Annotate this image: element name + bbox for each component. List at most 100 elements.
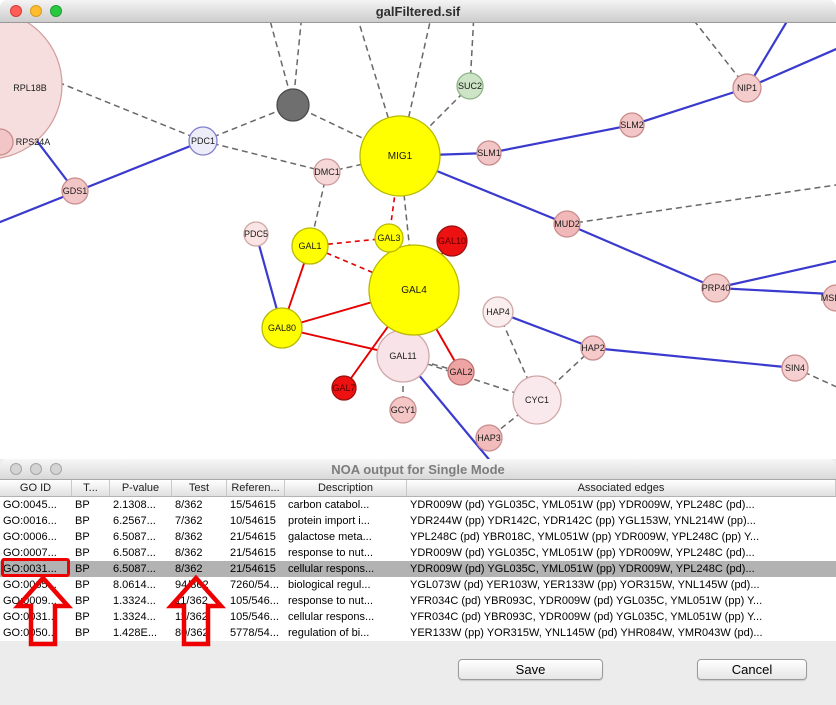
column-header-1[interactable]: T... (72, 480, 110, 496)
cell-description: carbon catabol... (285, 497, 407, 513)
column-header-4[interactable]: Referen... (227, 480, 285, 496)
network-node-mig1[interactable]: MIG1 (360, 116, 440, 196)
cell-associated-edges: YPL248C (pd) YBR018C, YML051W (pp) YDR00… (407, 529, 836, 545)
column-header-2[interactable]: P-value (110, 480, 172, 496)
cell-type: BP (72, 513, 110, 529)
table-row[interactable]: GO:0009...BP1.3324...11/362105/546...res… (0, 593, 836, 609)
network-node-prp40[interactable]: PRP40 (702, 274, 731, 302)
column-header-5[interactable]: Description (285, 480, 407, 496)
table-row[interactable]: GO:0031...BP6.5087...8/36221/54615cellul… (0, 561, 836, 577)
cell-type: BP (72, 529, 110, 545)
network-node-slm1[interactable]: SLM1 (477, 141, 501, 165)
network-node-hap3[interactable]: HAP3 (476, 425, 502, 451)
node-label: GAL1 (298, 241, 321, 251)
cell-reference: 105/546... (227, 609, 285, 625)
network-edge[interactable] (632, 88, 747, 125)
network-node-gds1[interactable]: GDS1 (62, 178, 88, 204)
zoom-button[interactable] (50, 463, 62, 475)
cell-description: response to nut... (285, 545, 407, 561)
network-node-gal1[interactable]: GAL1 (292, 228, 328, 264)
node-label: SLM1 (477, 148, 501, 158)
node-label: GAL3 (377, 233, 400, 243)
network-node-hap2[interactable]: HAP2 (581, 336, 605, 360)
network-node-gal10[interactable]: GAL10 (437, 226, 467, 256)
network-edge[interactable] (489, 125, 632, 153)
table-body: GO:0045...BP2.1308...8/36215/54615carbon… (0, 497, 836, 641)
network-node-mud2[interactable]: MUD2 (554, 211, 580, 237)
network-edge[interactable] (567, 224, 716, 288)
network-node-gal11[interactable]: GAL11 (377, 330, 429, 382)
network-edge[interactable] (716, 258, 836, 288)
cell-associated-edges: YDR244W (pp) YDR142C, YDR142C (pp) YGL15… (407, 513, 836, 529)
network-node-gal3[interactable]: GAL3 (375, 224, 403, 252)
network-node-suc2[interactable]: SUC2 (457, 73, 483, 99)
close-button[interactable] (10, 463, 22, 475)
network-node-cyc1[interactable]: CYC1 (513, 376, 561, 424)
network-node-hap4[interactable]: HAP4 (483, 297, 513, 327)
cell-reference: 105/546... (227, 593, 285, 609)
network-canvas[interactable]: RPL18BRPS24AGDS1PDC1DMC1SUC2SLM1SLM2NIP1… (0, 23, 836, 459)
cell-go-id: GO:0016... (0, 513, 72, 529)
cell-type: BP (72, 593, 110, 609)
table-row[interactable]: GO:0016...BP6.2567...7/36210/54615protei… (0, 513, 836, 529)
network-edge[interactable] (593, 348, 795, 368)
network-node-gal7[interactable]: GAL7 (332, 376, 356, 400)
network-node-nip1[interactable]: NIP1 (733, 74, 761, 102)
button-bar: Save Cancel (0, 641, 836, 705)
network-edge[interactable] (567, 183, 836, 224)
table-row[interactable]: GO:0007...BP6.5087...8/36221/54615respon… (0, 545, 836, 561)
network-node-pdc1[interactable]: PDC1 (189, 127, 217, 155)
table-row[interactable]: GO:0045...BP2.1308...8/36215/54615carbon… (0, 497, 836, 513)
network-edge[interactable] (0, 141, 203, 228)
network-edge[interactable] (203, 141, 327, 172)
noa-window-titlebar[interactable]: NOA output for Single Mode (0, 459, 836, 480)
zoom-button[interactable] (50, 5, 62, 17)
node-label: CYC1 (525, 395, 549, 405)
network-node-slm2[interactable]: SLM2 (620, 113, 644, 137)
node-label: SIN4 (785, 363, 805, 373)
cell-associated-edges: YDR009W (pd) YGL035C, YML051W (pp) YDR00… (407, 561, 836, 577)
node-label: MIG1 (388, 151, 413, 162)
node-label: SUC2 (458, 81, 482, 91)
table-row[interactable]: GO:0006...BP6.5087...8/36221/54615galact… (0, 529, 836, 545)
cell-reference: 21/54615 (227, 545, 285, 561)
table-header-row: GO IDT...P-valueTestReferen...Descriptio… (0, 480, 836, 497)
cell-type: BP (72, 545, 110, 561)
table-row[interactable]: GO:0031...BP1.3324...11/362105/546...cel… (0, 609, 836, 625)
network-node[interactable] (277, 89, 309, 121)
column-header-3[interactable]: Test (172, 480, 227, 496)
network-edge[interactable] (716, 288, 836, 295)
minimize-button[interactable] (30, 463, 42, 475)
cell-test: 7/362 (172, 513, 227, 529)
cell-p-value: 6.2567... (110, 513, 172, 529)
network-node-sin4[interactable]: SIN4 (782, 355, 808, 381)
cancel-button[interactable]: Cancel (697, 659, 807, 680)
node-label: GAL2 (449, 367, 472, 377)
minimize-button[interactable] (30, 5, 42, 17)
node-label: SLM2 (620, 120, 644, 130)
save-button[interactable]: Save (458, 659, 603, 680)
cell-test: 11/362 (172, 609, 227, 625)
cell-p-value: 8.0614... (110, 577, 172, 593)
network-node-gal80[interactable]: GAL80 (262, 308, 302, 348)
network-node-gcy1[interactable]: GCY1 (390, 397, 416, 423)
graph-window-titlebar[interactable]: galFiltered.sif (0, 0, 836, 23)
network-node-dmc1[interactable]: DMC1 (314, 159, 340, 185)
column-header-0[interactable]: GO ID (0, 480, 72, 496)
network-node-gal4[interactable]: GAL4 (369, 245, 459, 335)
network-edge[interactable] (60, 83, 203, 141)
cell-go-id: GO:0050... (0, 625, 72, 641)
cell-description: biological regul... (285, 577, 407, 593)
cell-p-value: 6.5087... (110, 545, 172, 561)
network-node-gal2[interactable]: GAL2 (448, 359, 474, 385)
network-node-msl[interactable]: MSL (821, 285, 836, 311)
table-row[interactable]: GO:0065...BP8.0614...94/3627260/54...bio… (0, 577, 836, 593)
cell-go-id: GO:0007... (0, 545, 72, 561)
close-button[interactable] (10, 5, 22, 17)
network-node-pdc5[interactable]: PDC5 (244, 222, 268, 246)
cell-description: cellular respons... (285, 609, 407, 625)
table-row[interactable]: GO:0050...BP1.428E...80/3625778/54...reg… (0, 625, 836, 641)
cell-go-id: GO:0006... (0, 529, 72, 545)
column-header-6[interactable]: Associated edges (407, 480, 836, 496)
cell-type: BP (72, 561, 110, 577)
